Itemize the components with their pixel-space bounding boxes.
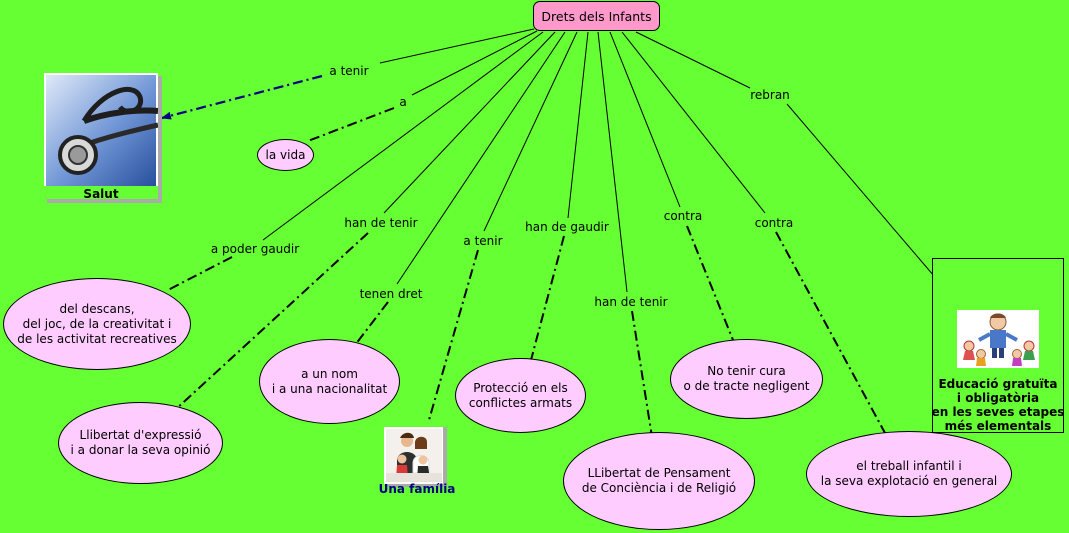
link-line-treball-a bbox=[621, 31, 766, 214]
link-label-nom: tenen dret bbox=[359, 287, 423, 301]
family-photo bbox=[384, 427, 447, 487]
link-line-proteccio-a bbox=[567, 31, 589, 219]
root-node-drets-dels-infants[interactable]: Drets dels Infants bbox=[533, 1, 660, 31]
link-label-salut: a tenir bbox=[329, 64, 369, 78]
link-line-vida-b bbox=[307, 107, 395, 142]
link-line-educacio-a bbox=[635, 31, 751, 89]
familia-caption: Una família bbox=[378, 482, 456, 496]
link-line-educacio-b bbox=[786, 103, 941, 284]
node-la-vida[interactable]: la vida bbox=[257, 139, 314, 171]
link-line-descans-b bbox=[167, 256, 233, 291]
link-line-familia-b bbox=[428, 249, 479, 421]
node-descans[interactable]: del descans, del joc, de la creativitat … bbox=[3, 278, 191, 370]
link-line-pensament-a bbox=[597, 31, 628, 293]
link-label-vida: a bbox=[399, 95, 407, 109]
node-proteccio[interactable]: Protecció en els conflictes armats bbox=[455, 358, 586, 433]
link-label-expressio: han de tenir bbox=[344, 216, 418, 230]
link-line-expressio-b bbox=[174, 232, 369, 411]
link-line-familia-a bbox=[483, 31, 578, 232]
link-line-cura-a bbox=[609, 31, 681, 208]
children-drawing bbox=[957, 310, 1039, 368]
node-pensament[interactable]: LLibertat de Pensament de Conciència i d… bbox=[563, 432, 755, 530]
node-expressio[interactable]: Llibertat d'expressió i a donar la seva … bbox=[58, 402, 223, 484]
link-label-cura: contra bbox=[663, 209, 703, 223]
educacio-node[interactable]: Educació gratuïta i obligatòria en les s… bbox=[932, 258, 1064, 433]
link-label-descans: a poder gaudir bbox=[210, 242, 300, 256]
link-line-cura-b bbox=[686, 225, 736, 346]
stethoscope-icon bbox=[44, 73, 162, 203]
link-line-expressio-a bbox=[383, 31, 556, 214]
node-treball[interactable]: el treball infantil i la seva explotació… bbox=[806, 431, 1012, 517]
link-line-pensament-b bbox=[631, 310, 653, 438]
link-line-salut-a bbox=[379, 28, 535, 64]
link-line-nom-b bbox=[351, 301, 389, 350]
link-label-treball: contra bbox=[754, 216, 794, 230]
link-line-vida-a bbox=[411, 30, 538, 96]
link-line-salut-b bbox=[161, 74, 323, 120]
link-line-descans-a bbox=[262, 31, 544, 241]
link-label-educacio: rebran bbox=[750, 88, 790, 102]
node-cura[interactable]: No tenir cura o de tracte negligent bbox=[670, 339, 823, 419]
link-label-familia: a tenir bbox=[463, 234, 503, 248]
link-line-proteccio-b bbox=[530, 235, 565, 361]
link-line-nom-a bbox=[396, 31, 566, 285]
link-line-treball-b bbox=[775, 231, 886, 434]
link-label-pensament: han de tenir bbox=[594, 295, 668, 309]
familia-node[interactable]: Una família bbox=[379, 427, 459, 499]
salut-caption: Salut bbox=[83, 187, 119, 201]
educacio-caption: Educació gratuïta i obligatòria en les s… bbox=[931, 377, 1065, 433]
salut-node[interactable]: Salut bbox=[44, 73, 162, 203]
node-nom[interactable]: a un nom i a una nacionalitat bbox=[259, 339, 400, 424]
link-label-proteccio: han de gaudir bbox=[525, 220, 609, 234]
